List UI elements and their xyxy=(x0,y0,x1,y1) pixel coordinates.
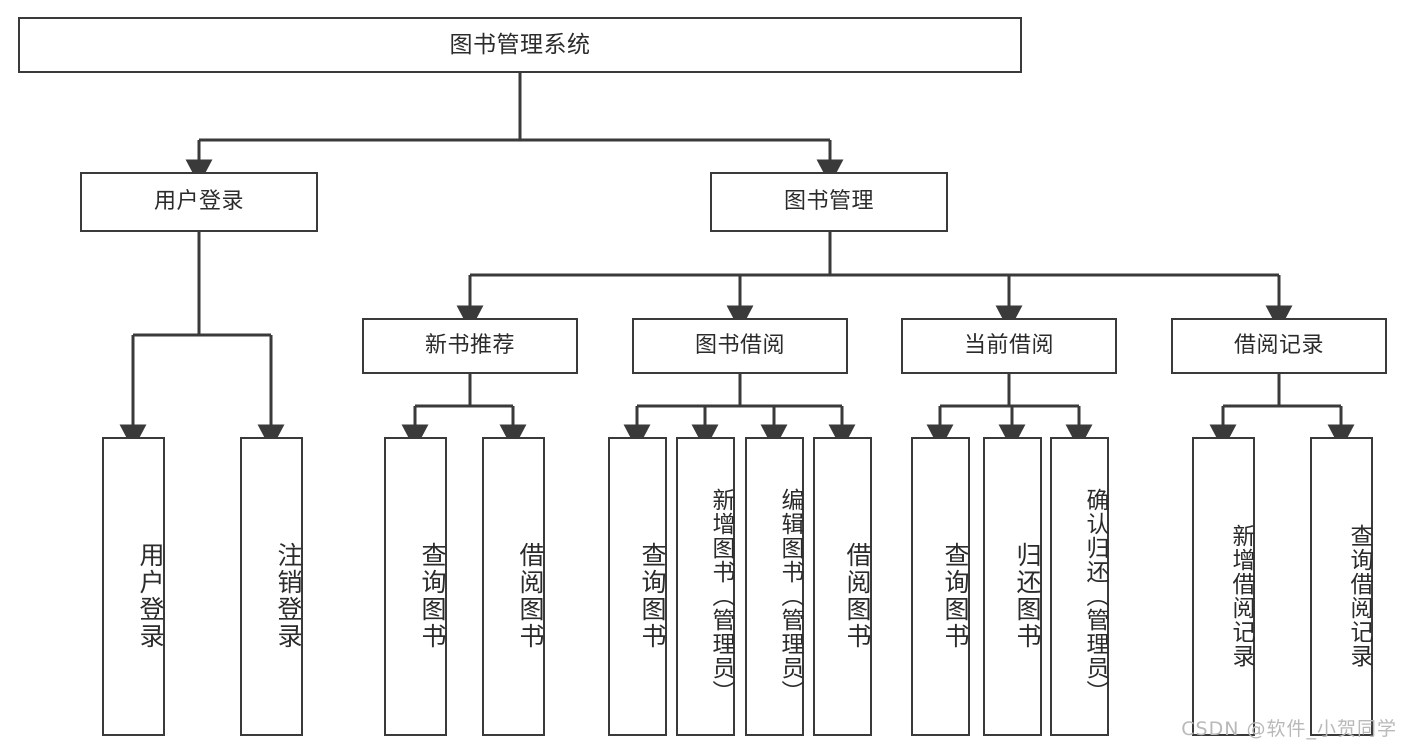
leaf-query-book-recommend[interactable]: 查询图书 xyxy=(384,437,447,736)
leaf-return-book-label: 归还图书 xyxy=(1013,541,1042,650)
node-new-book-recommend-label: 新书推荐 xyxy=(424,333,515,359)
leaf-confirm-return-admin-label: 确认归还（管理员） xyxy=(1082,487,1108,704)
leaf-return-book[interactable]: 归还图书 xyxy=(983,437,1042,736)
node-user-login[interactable]: 用户登录 xyxy=(80,172,318,232)
leaf-logout[interactable]: 注销登录 xyxy=(240,437,303,736)
leaf-query-book-current[interactable]: 查询图书 xyxy=(911,437,970,736)
leaf-add-book-admin-label: 新增图书（管理员） xyxy=(708,487,734,704)
leaf-borrow-book-label: 借阅图书 xyxy=(843,541,872,650)
leaf-add-borrow-record-label: 新增借阅记录 xyxy=(1228,523,1254,668)
node-current-borrow[interactable]: 当前借阅 xyxy=(901,318,1117,374)
node-book-borrow-label: 图书借阅 xyxy=(694,333,785,359)
node-root-label: 图书管理系统 xyxy=(449,31,591,58)
leaf-confirm-return-admin[interactable]: 确认归还（管理员） xyxy=(1050,437,1109,736)
node-book-borrow[interactable]: 图书借阅 xyxy=(632,318,848,374)
node-borrow-record[interactable]: 借阅记录 xyxy=(1171,318,1387,374)
node-borrow-record-label: 借阅记录 xyxy=(1233,333,1324,359)
leaf-borrow-book-recommend[interactable]: 借阅图书 xyxy=(482,437,545,736)
node-root[interactable]: 图书管理系统 xyxy=(18,17,1022,73)
leaf-query-book-recommend-label: 查询图书 xyxy=(418,541,447,650)
leaf-edit-book-admin[interactable]: 编辑图书（管理员） xyxy=(745,437,804,736)
leaf-add-borrow-record[interactable]: 新增借阅记录 xyxy=(1192,437,1255,736)
leaf-user-login[interactable]: 用户登录 xyxy=(102,437,165,736)
leaf-query-book-borrow[interactable]: 查询图书 xyxy=(608,437,667,736)
leaf-query-borrow-record[interactable]: 查询借阅记录 xyxy=(1310,437,1373,736)
leaf-borrow-book-recommend-label: 借阅图书 xyxy=(516,541,545,650)
node-book-management[interactable]: 图书管理 xyxy=(710,172,948,232)
leaf-logout-label: 注销登录 xyxy=(274,541,303,650)
leaf-user-login-label: 用户登录 xyxy=(136,541,165,650)
leaf-add-book-admin[interactable]: 新增图书（管理员） xyxy=(676,437,735,736)
node-user-login-label: 用户登录 xyxy=(153,189,244,215)
leaf-query-book-borrow-label: 查询图书 xyxy=(638,541,667,650)
leaf-borrow-book[interactable]: 借阅图书 xyxy=(813,437,872,736)
node-current-borrow-label: 当前借阅 xyxy=(963,333,1054,359)
leaf-edit-book-admin-label: 编辑图书（管理员） xyxy=(777,487,803,704)
leaf-query-borrow-record-label: 查询借阅记录 xyxy=(1346,523,1372,668)
leaf-query-book-current-label: 查询图书 xyxy=(941,541,970,650)
node-new-book-recommend[interactable]: 新书推荐 xyxy=(362,318,578,374)
node-book-management-label: 图书管理 xyxy=(783,189,874,215)
